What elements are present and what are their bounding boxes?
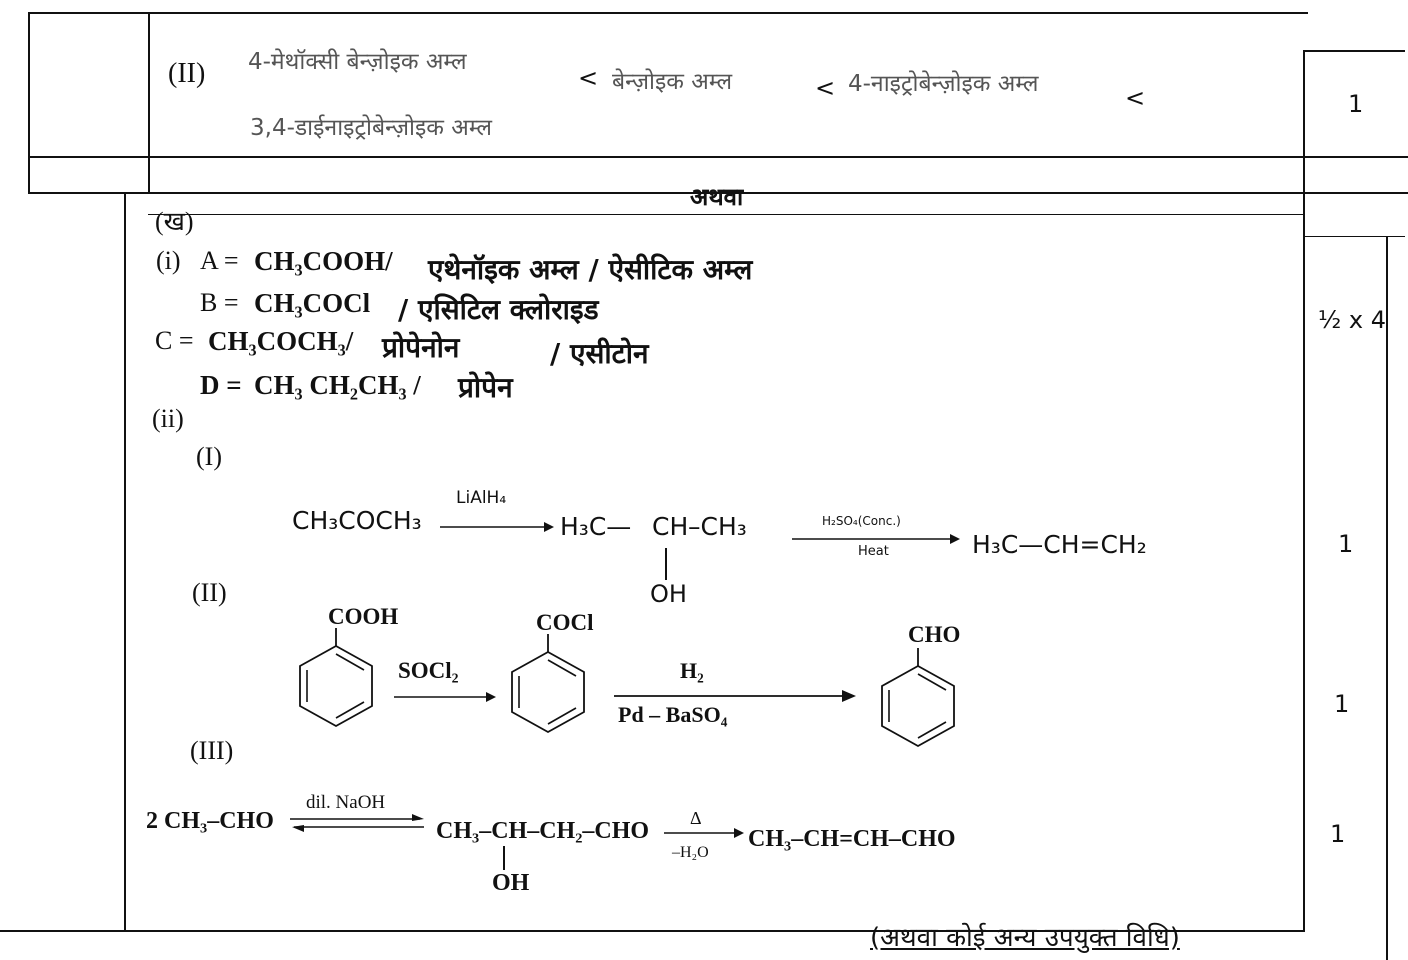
row1-less-than-1: < (578, 64, 599, 92)
row1-less-than-2: < (815, 74, 836, 102)
rxn1-reagent2-bottom: Heat (858, 544, 889, 559)
rxn3-reactant: 2 CH₃–CHO (146, 808, 274, 834)
rxn2-benzene-1 (299, 628, 373, 728)
rxn3-product-2: CH₃–CH=CH–CHO (748, 826, 956, 852)
answer-D-lhs: D = (200, 370, 242, 400)
row-divider-3b (1305, 236, 1405, 237)
row1-label: (II) (168, 58, 206, 89)
row-divider-3 (148, 214, 1303, 215)
answer-A-lhs: A = (200, 246, 239, 275)
rxn1-product-left: H₃C— (560, 512, 632, 541)
part-ii-label: (ii) (152, 404, 184, 433)
rxn1-bond-vertical (665, 548, 667, 580)
column-divider-1 (148, 12, 150, 192)
rxn3-reagent: dil. NaOH (306, 792, 386, 813)
answer-B-formula: CH₃COCl (254, 288, 371, 318)
rxn3-product-1: CH₃–CH–CH₂–CHO (436, 818, 650, 844)
rxn2-benzene-3 (881, 648, 955, 748)
row1-text-c: 4-नाइट्रोबेन्ज़ोइक अम्ल (848, 71, 1039, 97)
rxn2-reagent-2-top: H₂ (680, 658, 704, 683)
table-border-top-right (1305, 50, 1405, 52)
part-i-mark: ½ x 4 (1318, 306, 1386, 334)
row-divider-2 (28, 192, 1408, 194)
row-divider-1 (28, 156, 1408, 158)
sub-II-label: (II) (192, 578, 227, 607)
rxn3-arrow (664, 828, 744, 838)
column-divider-3 (1386, 236, 1388, 960)
part-i-label: (i) (156, 246, 181, 275)
answer-D-name: प्रोपेन (458, 371, 513, 404)
answer-C-lhs: C = (155, 326, 194, 355)
rxn1-reactant: CH₃COCH₃ (292, 506, 422, 535)
rxn1-oh: OH (650, 580, 687, 608)
row1-less-than-3: < (1125, 84, 1146, 112)
sub-I-label: (I) (196, 442, 222, 471)
answer-B-lhs: B = (200, 288, 239, 317)
rxn2-group-cooh: COOH (328, 604, 399, 629)
rxn3-equilibrium-arrow (290, 814, 424, 832)
column-divider-2 (1303, 50, 1305, 930)
table-border-left (28, 12, 30, 192)
rxn3-oh: OH (492, 870, 530, 896)
rxn1-arrow-2 (792, 534, 960, 544)
table-border-bottom (0, 930, 1305, 932)
answer-A-formula: CH₃COOH/ (254, 246, 393, 276)
rxn3-bond-vertical (503, 846, 505, 870)
rxn2-arrow-2 (614, 690, 856, 702)
rxn2-reagent-2-bottom: Pd – BaSO₄ (618, 702, 728, 727)
or-heading: अथवा (690, 183, 744, 211)
answer-C-name-1: प्रोपेनोन (382, 331, 460, 364)
rxn2-group-cocl: COCl (536, 610, 594, 635)
answer-C-name-2: / एसीटोन (550, 337, 649, 370)
rxn1-reagent: LiAlH₄ (456, 488, 507, 508)
rxn1-product-ch: CH (652, 512, 689, 541)
sub-II-mark: 1 (1334, 690, 1350, 718)
row1-text-b: बेन्ज़ोइक अम्ल (612, 69, 733, 95)
rxn1-product-right: –CH₃ (688, 512, 747, 541)
rxn1-product-2: H₃C—CH=CH₂ (972, 530, 1147, 559)
sub-III-mark: 1 (1330, 820, 1346, 848)
rxn1-arrow-1 (440, 522, 554, 532)
answer-B-names: / एसिटिल क्लोराइड (398, 293, 599, 326)
rxn2-arrow-1 (394, 692, 496, 702)
answer-C-formula: CH₃COCH₃/ (208, 326, 354, 356)
table-border-top (28, 12, 1308, 14)
row1-text-d: 3,4-डाईनाइट्रोबेन्ज़ोइक अम्ल (250, 115, 493, 141)
sub-III-label: (III) (190, 736, 234, 765)
row1-mark: 1 (1348, 90, 1364, 118)
sub-I-mark: 1 (1338, 530, 1354, 558)
answer-A-names: एथेनॉइक अम्ल / ऐसीटिक अम्ल (428, 253, 753, 286)
rxn2-reagent-1: SOCl₂ (398, 658, 459, 683)
section-label: (ख) (155, 207, 194, 236)
row1-text-a: 4-मेथॉक्सी बेन्ज़ोइक अम्ल (248, 49, 467, 75)
rxn1-reagent2-top: H₂SO₄(Conc.) (822, 514, 901, 528)
rxn2-group-cho: CHO (908, 622, 961, 647)
rxn3-reagent-2-top: Δ (690, 808, 702, 828)
footer-note: (अथवा कोई अन्य उपयुक्त विधि) (870, 923, 1180, 953)
column-divider-1-lower (124, 192, 126, 932)
answer-D-formula: CH₃ CH₂CH₃ / (254, 370, 421, 400)
rxn2-benzene-2 (511, 634, 585, 734)
rxn3-reagent-2-bottom: –H₂O (672, 844, 709, 861)
